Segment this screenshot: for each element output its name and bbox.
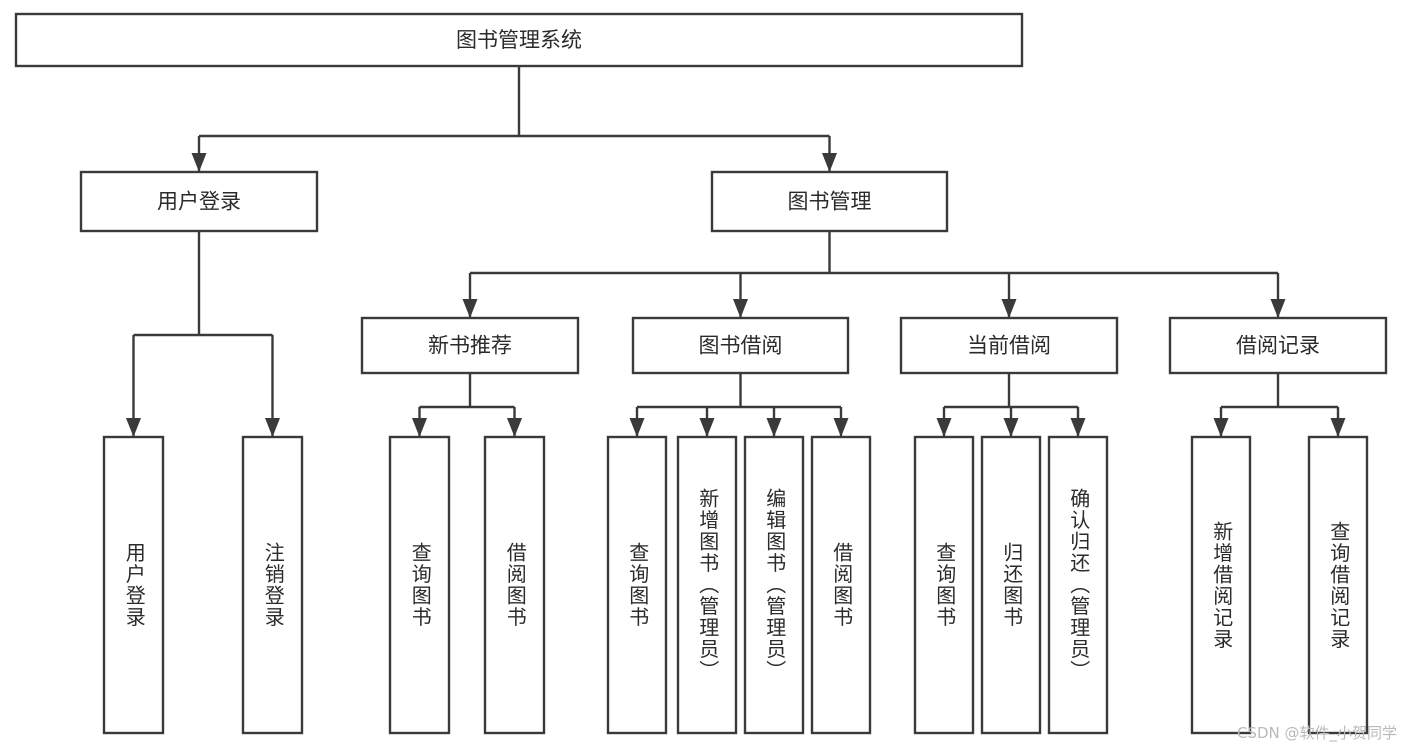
node-box-return-book[interactable] [980, 435, 1042, 735]
node-box-borrow-book-1[interactable] [483, 435, 546, 735]
node-label-book-management: 图书管理 [788, 190, 872, 214]
arrow-head-icon [1213, 418, 1229, 437]
node-box-add-borrow-record[interactable] [1190, 435, 1252, 735]
node-box-root[interactable] [14, 12, 1024, 68]
arrow-head-icon [507, 418, 522, 437]
arrow-head-icon [1070, 418, 1086, 437]
connector-layer [126, 66, 1346, 437]
arrow-head-icon [191, 153, 207, 172]
node-box-book-borrow[interactable] [631, 316, 850, 375]
node-box-query-book-1[interactable] [388, 435, 451, 735]
arrow-head-icon [766, 418, 782, 437]
arrow-head-icon [462, 299, 478, 318]
node-box-user-logout[interactable] [241, 435, 304, 735]
node-box-user-login[interactable] [79, 170, 319, 233]
node-box-query-book-3[interactable] [913, 435, 975, 735]
arrow-head-icon [265, 418, 280, 437]
arrow-head-icon [1003, 418, 1019, 437]
node-box-query-book-2[interactable] [606, 435, 668, 735]
arrow-head-icon [936, 418, 952, 437]
arrow-head-icon [822, 153, 837, 172]
node-box-borrow-book-2[interactable] [810, 435, 872, 735]
node-label-current-borrow: 当前借阅 [967, 334, 1051, 358]
arrow-head-icon [412, 418, 427, 437]
node-box-add-book-admin[interactable] [676, 435, 738, 735]
arrow-head-icon [1001, 299, 1017, 318]
node-label-user-login: 用户登录 [157, 190, 241, 214]
node-box-new-book-recommend[interactable] [360, 316, 580, 375]
arrow-head-icon [629, 418, 645, 437]
arrow-head-icon [833, 418, 849, 437]
node-label-root: 图书管理系统 [456, 28, 582, 52]
arrow-head-icon [126, 418, 141, 437]
node-box-edit-book-admin[interactable] [743, 435, 805, 735]
node-box-book-management[interactable] [710, 170, 949, 233]
node-label-book-borrow: 图书借阅 [699, 334, 783, 358]
arrow-head-icon [1270, 299, 1286, 318]
node-label-borrow-records: 借阅记录 [1236, 334, 1320, 358]
csdn-watermark: CSDN @软件_小贺同学 [1236, 724, 1397, 742]
node-box-query-borrow-record[interactable] [1307, 435, 1369, 735]
arrow-head-icon [1330, 418, 1346, 437]
node-box-confirm-return-admin[interactable] [1047, 435, 1109, 735]
node-box-borrow-records[interactable] [1168, 316, 1388, 375]
node-label-new-book-recommend: 新书推荐 [428, 334, 512, 358]
node-box-layer [14, 12, 1388, 735]
node-box-user-login-do[interactable] [102, 435, 165, 735]
arrow-head-icon [699, 418, 715, 437]
node-box-current-borrow[interactable] [899, 316, 1119, 375]
arrow-head-icon [733, 299, 748, 318]
